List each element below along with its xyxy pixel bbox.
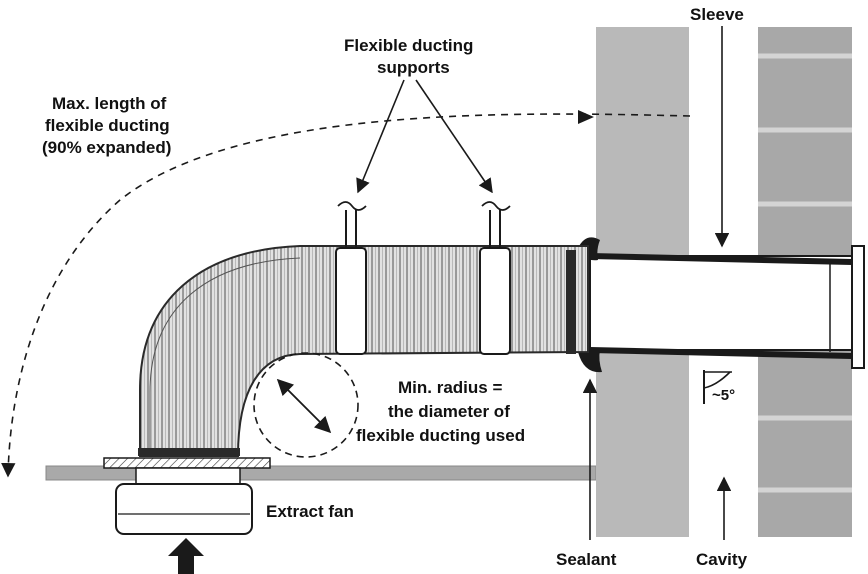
label-angle: ~5°	[712, 387, 735, 404]
max-length-dashed-arrow	[1, 113, 691, 478]
sleeve	[589, 245, 865, 369]
min-radius-circle	[253, 352, 359, 458]
max-length-arrowhead	[578, 110, 594, 124]
label-min-radius-line2: the diameter of	[388, 402, 510, 421]
label-sealant: Sealant	[556, 550, 617, 569]
label-min-radius-line1: Min. radius =	[398, 378, 502, 397]
fall-angle-indicator	[703, 370, 732, 404]
duct-support-right	[479, 201, 511, 355]
label-supports-line1: Flexible ducting	[344, 36, 473, 55]
extract-fan	[103, 457, 271, 535]
label-max-length-line2: flexible ducting	[45, 116, 170, 135]
label-max-length-line3: (90% expanded)	[42, 138, 171, 157]
duct-support-left	[335, 201, 367, 355]
label-max-length-line1: Max. length of	[52, 94, 167, 113]
label-cavity: Cavity	[696, 550, 748, 569]
label-sleeve: Sleeve	[690, 5, 744, 24]
min-radius-arrow	[276, 378, 332, 434]
supports-pointer-left	[356, 79, 405, 194]
label-min-radius-line3: flexible ducting used	[356, 426, 525, 445]
airflow-up-arrow	[168, 538, 204, 574]
label-extract-fan: Extract fan	[266, 502, 354, 521]
label-supports-line2: supports	[377, 58, 450, 77]
supports-pointer-right	[415, 79, 493, 194]
